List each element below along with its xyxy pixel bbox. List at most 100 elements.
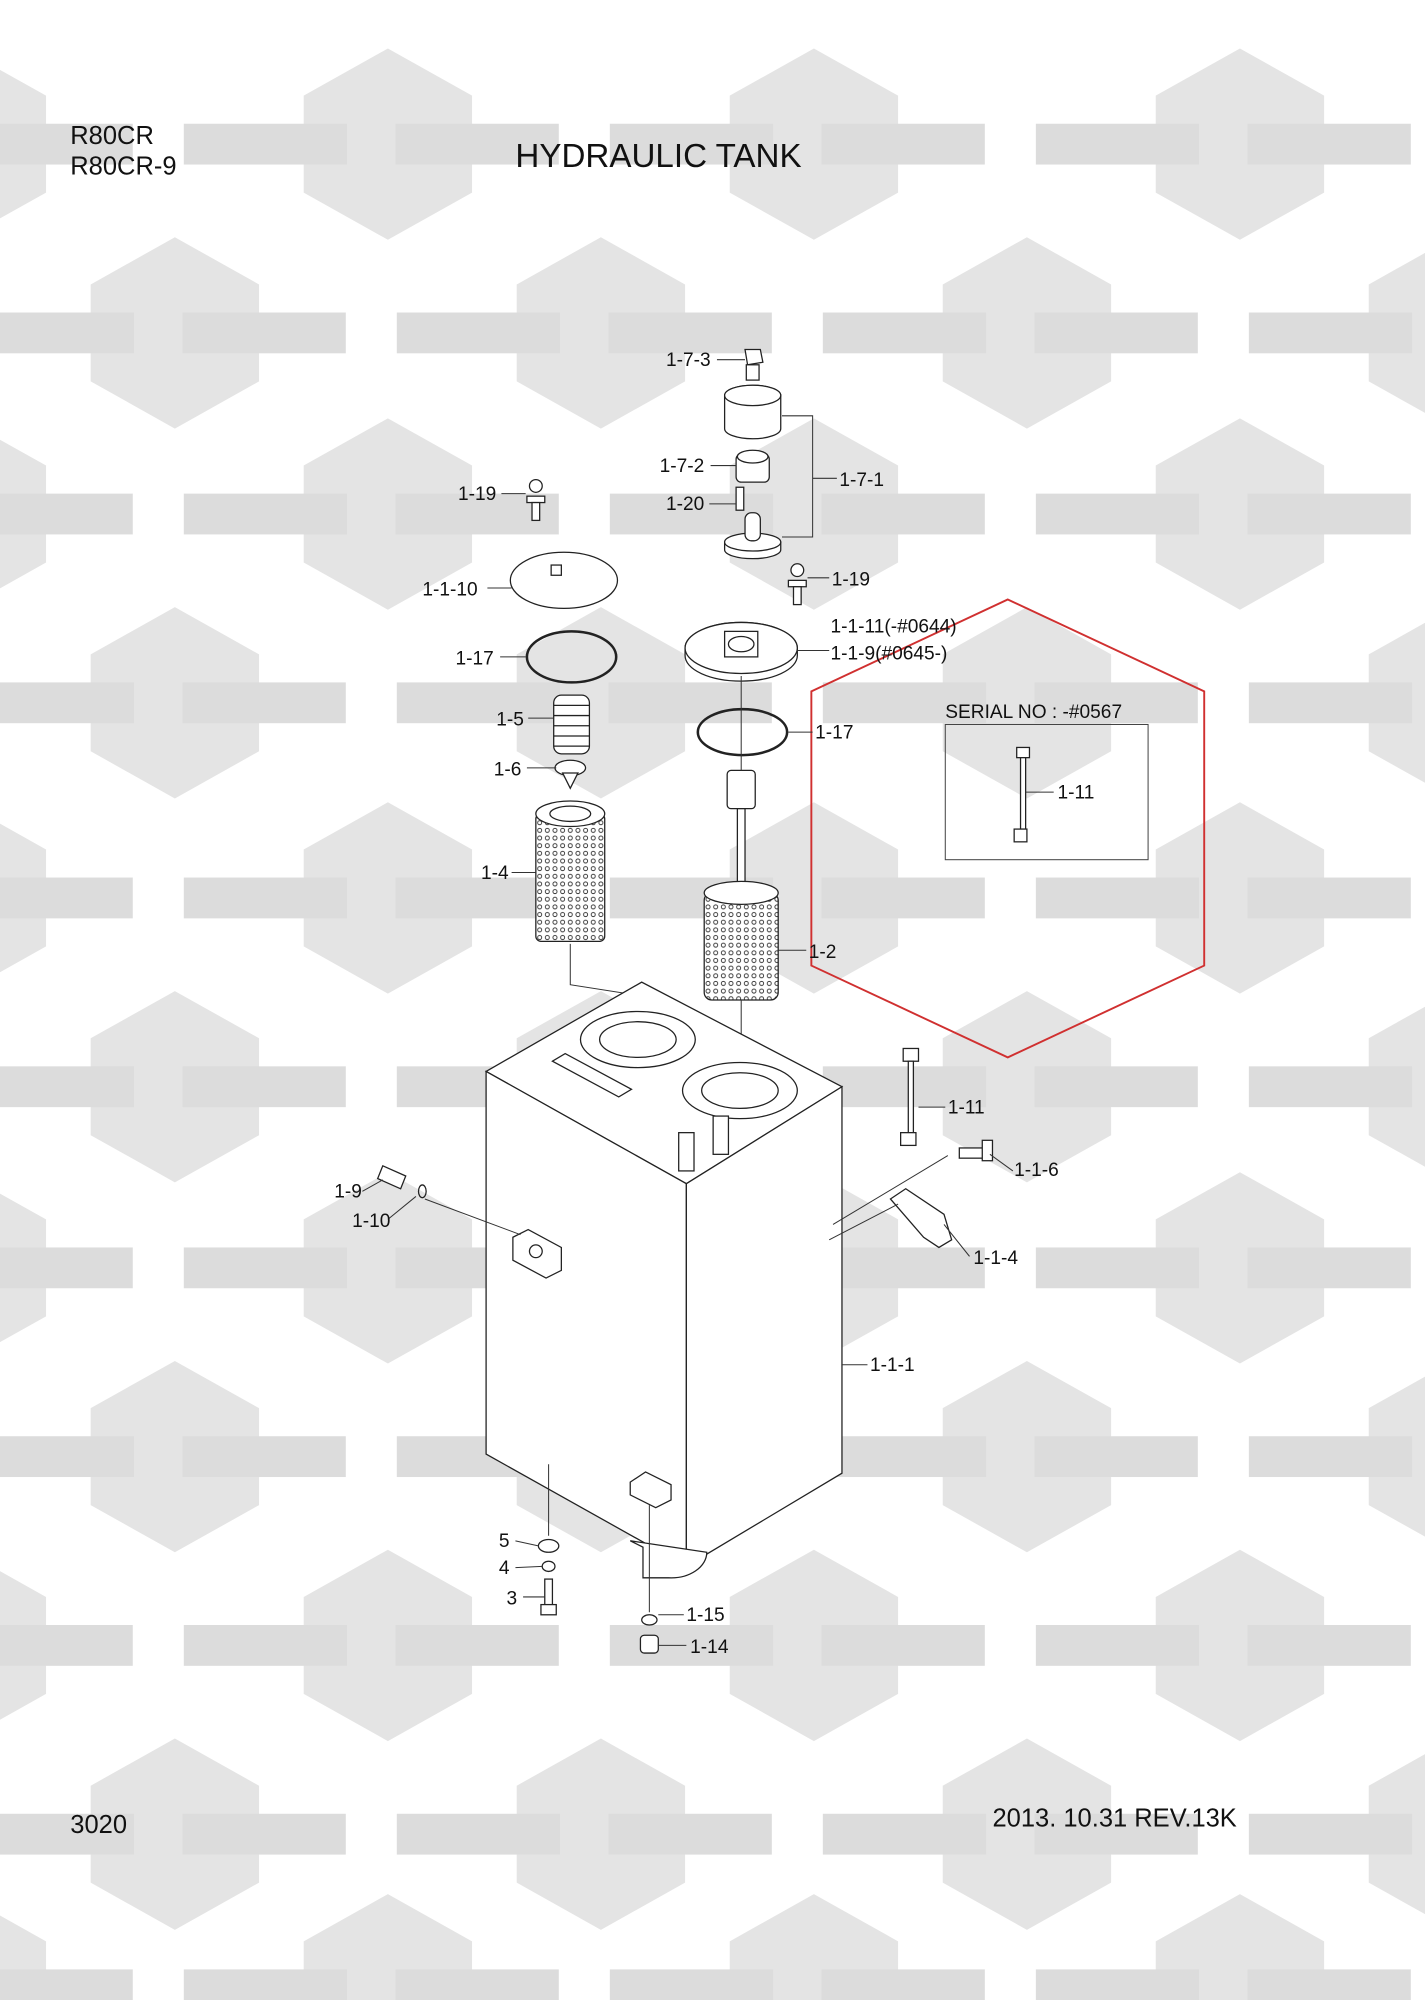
watermark-band xyxy=(1035,493,1200,535)
watermark-band xyxy=(1247,1625,1411,1666)
watermark-band xyxy=(822,682,987,724)
watermark-hex xyxy=(942,237,1112,429)
watermark-band xyxy=(608,1813,772,1855)
watermark-band xyxy=(183,493,348,535)
watermark-band xyxy=(395,123,559,165)
watermark-band xyxy=(182,682,346,724)
watermark-hex xyxy=(303,1549,473,1742)
callout-label: 1-1-11(-#0644) xyxy=(830,617,956,638)
watermark-hex xyxy=(942,607,1112,799)
callout-label: 1-6 xyxy=(494,760,522,781)
watermark-band xyxy=(0,682,135,724)
watermark-band xyxy=(821,493,985,535)
watermark-hex xyxy=(1155,418,1325,610)
watermark-band xyxy=(395,1625,559,1666)
watermark-hex xyxy=(90,1360,260,1553)
callout-label: 1-1-6 xyxy=(1014,1160,1059,1181)
watermark-band xyxy=(0,1969,133,2000)
callout-label: 1-1-10 xyxy=(422,580,477,601)
leader-line xyxy=(362,359,1014,1646)
watermark-band xyxy=(1247,123,1411,165)
watermark-band xyxy=(183,877,348,919)
watermark-hex xyxy=(303,1172,473,1364)
callout-label: 1-11 xyxy=(948,1098,985,1119)
suction-strainer xyxy=(703,769,779,1001)
watermark-band xyxy=(0,877,133,919)
watermark-band xyxy=(0,1813,135,1855)
watermark-hex xyxy=(90,1738,260,1930)
callout-label: 1-2 xyxy=(809,942,837,963)
callout-label: 3 xyxy=(507,1589,518,1610)
callout-label: 1-10 xyxy=(352,1211,390,1232)
callout-label: 1-4 xyxy=(481,863,509,884)
watermark-hex xyxy=(942,1738,1112,1930)
watermark-band xyxy=(609,1625,774,1666)
return-filter xyxy=(535,800,606,942)
watermark-band xyxy=(1035,1625,1200,1666)
watermark-hex xyxy=(1155,802,1325,994)
watermark-band xyxy=(1247,1247,1411,1289)
watermark-band xyxy=(1034,1066,1198,1108)
level-gauge xyxy=(900,1047,920,1147)
watermark-band xyxy=(183,1625,348,1666)
watermark-band xyxy=(1247,493,1411,535)
callout-label: 1-19 xyxy=(832,569,870,590)
callout-label: 1-17 xyxy=(455,649,493,670)
callout-label: 5 xyxy=(499,1531,510,1552)
watermark-hex xyxy=(516,1738,686,1930)
watermark-band xyxy=(395,877,559,919)
highlight-outline xyxy=(810,598,1206,1059)
watermark-band xyxy=(0,1247,133,1289)
watermark-band xyxy=(609,123,774,165)
watermark-band xyxy=(1248,1813,1413,1855)
watermark-hex xyxy=(729,1549,899,1742)
watermark-band xyxy=(0,312,135,354)
watermark-band xyxy=(1035,1969,1200,2000)
watermark-band xyxy=(1035,877,1200,919)
watermark-band xyxy=(0,1625,133,1666)
watermark-band xyxy=(1248,1436,1413,1478)
watermark-band xyxy=(1034,1813,1198,1855)
callout-label: 1-17 xyxy=(815,723,853,744)
watermark-band xyxy=(1035,1247,1200,1289)
watermark-hex xyxy=(303,48,473,240)
watermark-band xyxy=(182,1066,346,1108)
watermark-band xyxy=(396,1813,561,1855)
callout-label: 1-7-1 xyxy=(839,470,884,491)
sensor xyxy=(376,1164,427,1199)
callout-label: 1-11 xyxy=(1058,782,1095,803)
watermark-hex xyxy=(303,802,473,994)
watermark-band xyxy=(1248,312,1413,354)
watermark-hex xyxy=(729,48,899,240)
callout-label: 1-14 xyxy=(690,1637,729,1658)
watermark-band xyxy=(0,123,133,165)
watermark-band xyxy=(1035,123,1200,165)
model-name: R80CR-9 xyxy=(70,153,176,181)
cover-plate xyxy=(509,551,798,682)
watermark-band xyxy=(822,1813,987,1855)
watermark-band xyxy=(821,1625,985,1666)
watermark-band xyxy=(821,877,985,919)
watermark-hex xyxy=(1155,1172,1325,1364)
watermark-band xyxy=(0,1066,135,1108)
watermark-band xyxy=(1248,682,1413,724)
watermark-band xyxy=(183,1969,348,2000)
model-name: R80CR xyxy=(70,122,154,150)
callouts: 1-7-3 1-7-2 1-20 1-7-1 1-19 1-19 1-1-10 … xyxy=(334,350,1059,1658)
watermark-band xyxy=(821,1969,985,2000)
watermark-band xyxy=(1248,1066,1413,1108)
watermark-band xyxy=(822,312,987,354)
flange xyxy=(512,1228,562,1279)
callout-label: 1-7-2 xyxy=(660,456,705,477)
watermark-band xyxy=(608,312,772,354)
watermark-band xyxy=(183,1247,348,1289)
page-title: HYDRAULIC TANK xyxy=(515,138,801,175)
watermark-band xyxy=(396,312,561,354)
watermark-hex xyxy=(516,237,686,429)
watermark-band xyxy=(1034,1436,1198,1478)
callout-label: 1-9 xyxy=(334,1182,362,1203)
leader-line xyxy=(424,1155,949,1241)
watermark-hex xyxy=(1155,1549,1325,1742)
drain-parts xyxy=(537,1464,659,1654)
breather-assembly xyxy=(723,348,837,560)
